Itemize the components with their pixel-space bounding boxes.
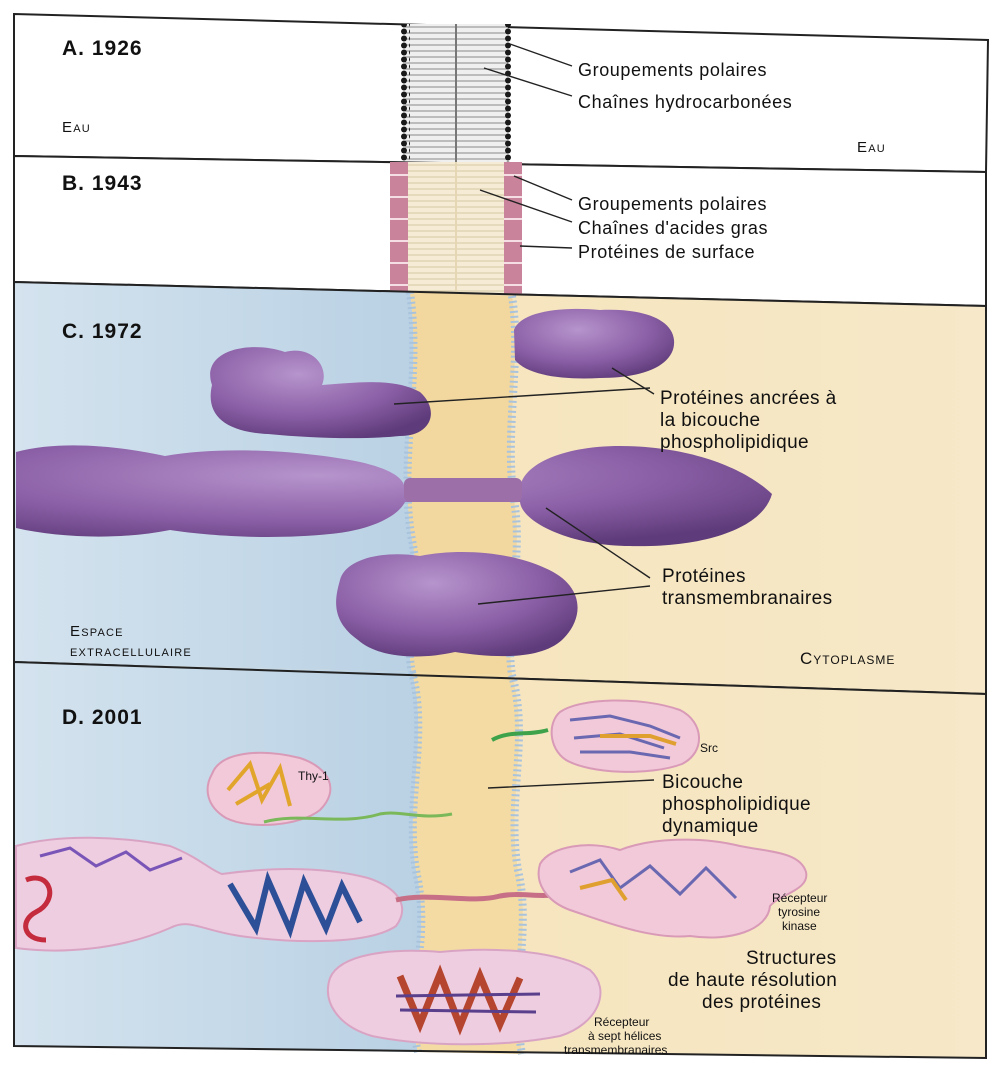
anchored-protein-inner <box>514 309 674 379</box>
rtk-label-line3: kinase <box>782 919 817 933</box>
gpcr-label-line3: transmembranaires <box>564 1043 667 1057</box>
anchored-proteins-label-line3: phospholipidique <box>660 432 809 453</box>
rtk-label-line1: Récepteur <box>772 891 827 905</box>
surface-protein-layer-right <box>504 162 522 294</box>
gpcr-label-line2: à sept hélices <box>588 1029 661 1043</box>
extracellular-label-line1: Espace <box>70 623 124 640</box>
surface-protein-layer-left <box>390 162 408 294</box>
polar-heads-left <box>401 24 410 164</box>
panel-b-1943: B. 1943 Groupements polaires Chaînes d'a… <box>14 156 986 306</box>
transmembrane-proteins-label-line1: Protéines <box>662 566 746 587</box>
polar-groups-label: Groupements polaires <box>578 194 767 214</box>
panel-b-title: B. 1943 <box>62 172 143 195</box>
rtk-label-line2: tyrosine <box>778 905 820 919</box>
structures-label-line3: des protéines <box>702 992 821 1013</box>
panel-c-1972: C. 1972 Protéines ancrées à la bicouche … <box>14 282 986 694</box>
surface-proteins-label: Protéines de surface <box>578 242 755 262</box>
polar-groups-label: Groupements polaires <box>578 60 767 80</box>
water-left-label: Eau <box>62 119 91 136</box>
polar-heads-right <box>503 24 512 164</box>
anchored-proteins-label-line2: la bicouche <box>660 410 761 431</box>
panel-d-2001: D. 2001 Src Thy-1 Bicouche phospholipidi… <box>14 662 986 1058</box>
dynamic-bilayer-label-line3: dynamique <box>662 816 759 837</box>
hydrocarbon-chains-label: Chaînes hydrocarbonées <box>578 92 792 112</box>
structures-label-line1: Structures <box>746 948 837 969</box>
thy1-label: Thy-1 <box>298 769 329 783</box>
water-right-label: Eau <box>857 139 886 156</box>
extracellular-label-line2: extracellulaire <box>70 643 192 660</box>
gpcr-protein <box>328 950 600 1045</box>
gpcr-label-line1: Récepteur <box>594 1015 649 1029</box>
fatty-acid-chains-label: Chaînes d'acides gras <box>578 218 768 238</box>
panel-c-title: C. 1972 <box>62 320 143 343</box>
panel-a-1926: A. 1926 Eau Eau Groupements polaires Cha… <box>14 14 988 172</box>
transmembrane-helix-bridge <box>404 478 522 502</box>
structures-label-line2: de haute résolution <box>668 970 837 991</box>
cytoplasm-label: Cytoplasme <box>800 649 895 668</box>
src-label: Src <box>700 741 718 755</box>
panel-d-title: D. 2001 <box>62 706 143 729</box>
dynamic-bilayer-label-line1: Bicouche <box>662 772 743 793</box>
transmembrane-protein-lower <box>336 552 577 656</box>
panel-a-title: A. 1926 <box>62 37 143 60</box>
transmembrane-proteins-label-line2: transmembranaires <box>662 588 832 609</box>
dynamic-bilayer-label-line2: phospholipidique <box>662 794 811 815</box>
anchored-proteins-label-line1: Protéines ancrées à <box>660 388 837 409</box>
